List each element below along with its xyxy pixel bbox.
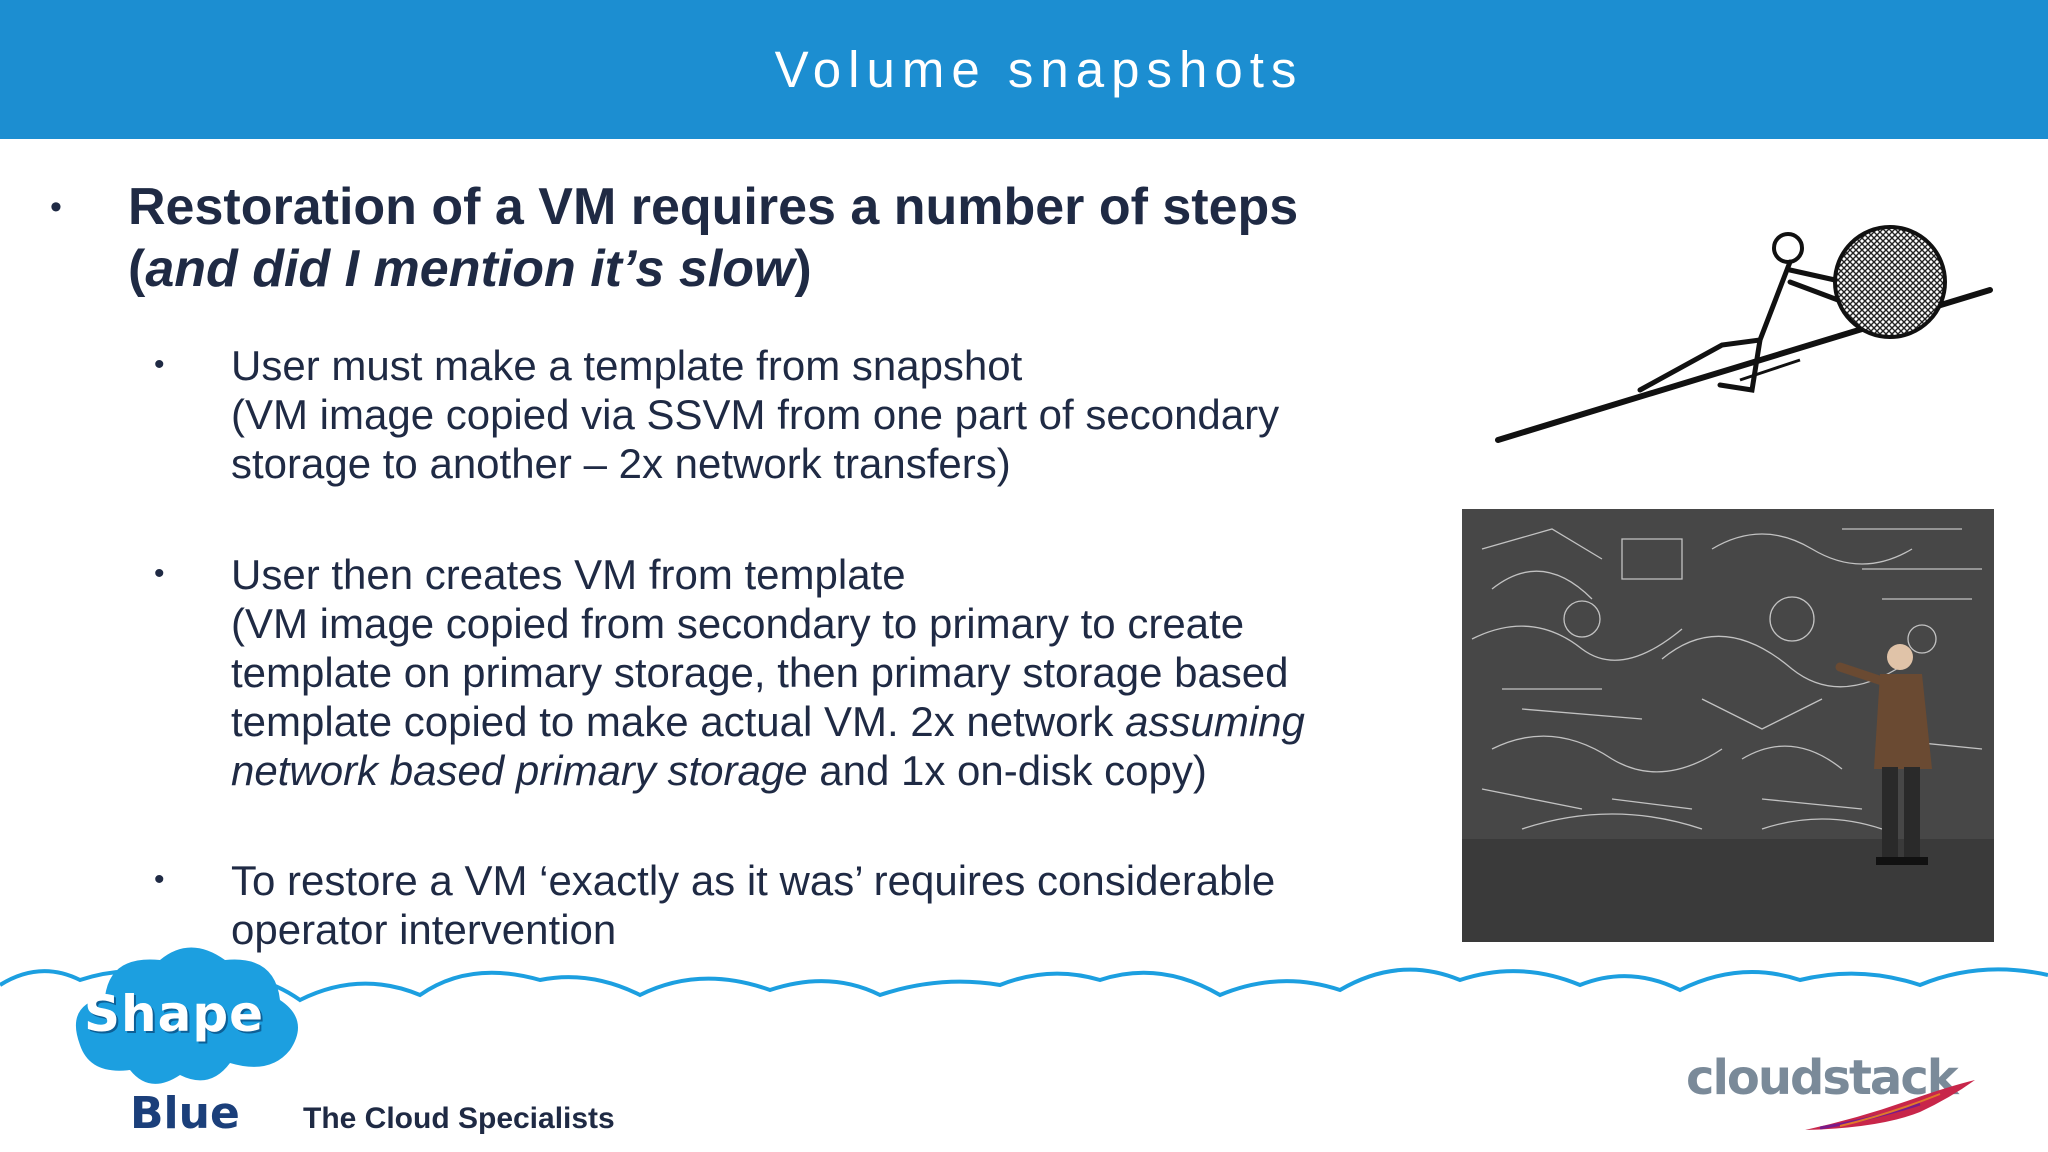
slide-header: Volume snapshots <box>0 0 2048 139</box>
sub-point-2-line-2: (VM image copied from secondary to prima… <box>231 600 1245 647</box>
footer-cloud-border <box>0 967 2048 1003</box>
sub-point-3-line-2: operator intervention <box>231 906 617 953</box>
sub-point-2-line-4-plain: template copied to make actual VM. 2x ne… <box>231 698 1126 745</box>
main-point-text: Restoration of a VM requires a number of… <box>128 178 1299 236</box>
sub-point-1-line-2: (VM image copied via SSVM from one part … <box>231 391 1280 438</box>
sub-point-2-line-1: User then creates VM from template <box>231 551 906 598</box>
main-point-paren-close: ) <box>794 240 812 298</box>
sub-bullet-1: • <box>154 348 165 381</box>
sisyphus-sketch-image <box>1495 225 1993 443</box>
sub-point-1: User must make a template from snapshot … <box>231 341 1431 488</box>
tagline: The Cloud Specialists <box>303 1102 615 1135</box>
shapeblue-cloud-logo-icon <box>75 947 298 1084</box>
sub-point-2-line-5-plain: and 1x on-disk copy) <box>807 747 1207 794</box>
main-point: Restoration of a VM requires a number of… <box>128 176 1428 300</box>
sub-point-2: User then creates VM from template (VM i… <box>231 550 1431 795</box>
main-point-paren-open: ( <box>128 240 146 298</box>
sub-bullet-3: • <box>154 863 165 896</box>
sub-bullet-2: • <box>154 557 165 590</box>
sub-point-1-line-1: User must make a template from snapshot <box>231 342 1023 389</box>
logo-shape-text: Shape <box>84 985 265 1043</box>
professor-chalkboard-image <box>1462 509 1994 942</box>
slide-title: Volume snapshots <box>774 41 1304 98</box>
sub-point-2-line-3: template on primary storage, then primar… <box>231 649 1289 696</box>
sub-point-1-line-3: storage to another – 2x network transfer… <box>231 440 1011 487</box>
sub-point-3-line-1: To restore a VM ‘exactly as it was’ requ… <box>231 857 1276 904</box>
apache-feather-icon <box>1805 1080 1975 1130</box>
sub-point-2-line-4: template copied to make actual VM. 2x ne… <box>231 697 1431 746</box>
sub-point-2-line-5-italic: network based primary storage <box>231 747 808 794</box>
cloudstack-logo: cloudstack <box>1686 1050 1959 1106</box>
main-bullet: • <box>50 188 62 226</box>
sub-point-2-line-4-italic: assuming <box>1125 698 1305 745</box>
sub-point-2-line-5: network based primary storage and 1x on-… <box>231 746 1431 795</box>
sub-point-3: To restore a VM ‘exactly as it was’ requ… <box>231 856 1431 954</box>
logo-blue-text: Blue <box>130 1088 240 1139</box>
main-point-italic: and did I mention it’s slow <box>145 240 795 298</box>
